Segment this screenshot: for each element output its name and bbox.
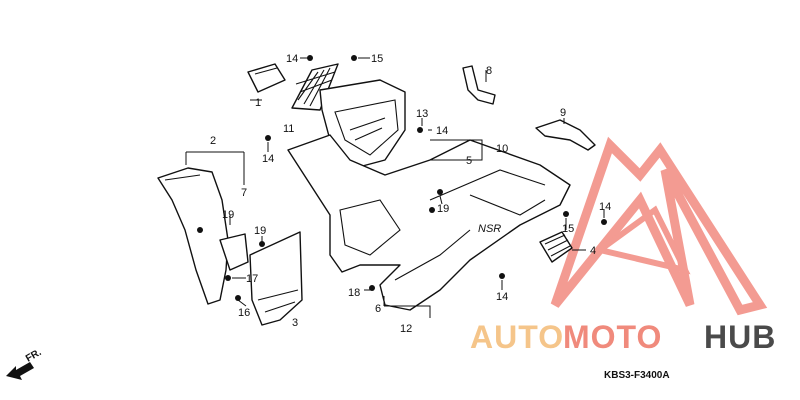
callout-15-top: 15 [371, 53, 383, 65]
watermark-text: AUTO MOTO HUB [470, 319, 776, 355]
callout-6: 6 [375, 303, 381, 315]
callout-19-center: 19 [437, 203, 449, 215]
callout-1: 1 [255, 97, 261, 109]
callout-9: 9 [560, 107, 566, 119]
callout-3: 3 [292, 317, 298, 329]
watermark-logo [550, 136, 768, 316]
callout-11: 11 [283, 123, 294, 135]
callout-16: 16 [238, 307, 250, 319]
fasteners [197, 55, 607, 301]
callout-14-right: 14 [599, 201, 611, 213]
main-lower-cowl: NSR [287, 134, 571, 311]
part-4-rubber-pad [539, 231, 573, 263]
callout-13: 13 [416, 108, 428, 120]
watermark-word-auto: AUTO [470, 319, 564, 355]
callout-17: 17 [246, 273, 258, 285]
watermark-word-moto: MOTO [563, 319, 662, 355]
svg-text:NSR: NSR [478, 223, 501, 235]
front-direction-arrow: FR. [6, 347, 44, 380]
part-9-stay [535, 119, 596, 151]
callout-8: 8 [486, 65, 492, 77]
callout-14-bottom: 14 [496, 291, 508, 303]
callout-15-right: 15 [562, 223, 574, 235]
upper-inner-cowl [319, 79, 406, 169]
part-2-left-panel [157, 167, 249, 305]
callout-14-center: 14 [436, 125, 448, 137]
part-code: KBS3-F3400A [604, 370, 670, 381]
direction-label: FR. [24, 347, 44, 365]
callout-2: 2 [210, 135, 216, 147]
callout-10: 10 [496, 143, 508, 155]
leader-lines [185, 57, 605, 318]
callout-12: 12 [400, 323, 412, 335]
callout-14-left: 14 [262, 153, 274, 165]
callout-14-top: 14 [286, 53, 298, 65]
part-8-bracket [462, 65, 496, 105]
callout-19-left: 19 [222, 209, 234, 221]
callout-7: 7 [241, 187, 247, 199]
callout-5: 5 [466, 155, 472, 167]
callout-19-mid: 19 [254, 225, 266, 237]
callout-labels: 1 2 3 4 5 6 7 8 9 10 11 12 13 14 14 14 1… [210, 53, 611, 335]
watermark-word-hub: HUB [704, 319, 776, 355]
part-3-lower-piece [249, 231, 303, 326]
part-1-cover [247, 63, 286, 93]
part-11-grille [291, 63, 339, 111]
callout-18: 18 [348, 287, 360, 299]
callout-4: 4 [590, 245, 596, 257]
